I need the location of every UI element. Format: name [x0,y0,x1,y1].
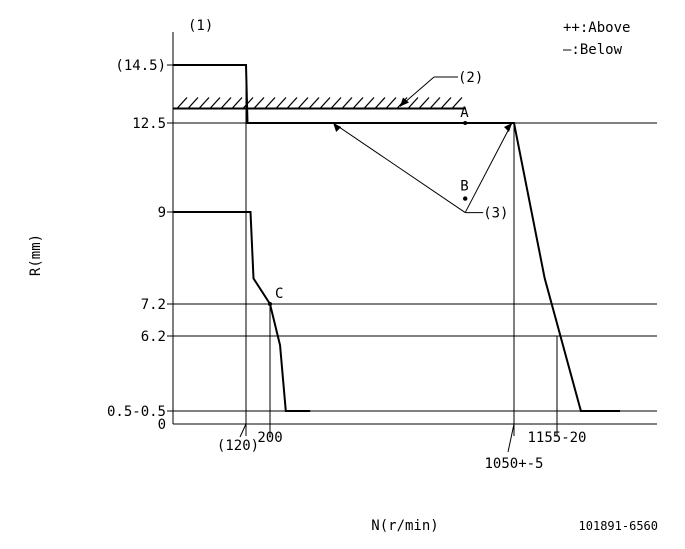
curve-label-3: (3) [483,206,508,222]
hatch-mark-12 [308,97,320,109]
x-tick-labels: (120)200 1050+-5 1155-20 [217,423,587,472]
legend-above: ++:Above [563,20,630,36]
hatch-mark-5 [231,97,243,109]
hatch-mark-16 [352,97,364,109]
x-axis-label: N(r/min) [371,518,438,534]
legend-below: —:Below [563,42,623,58]
full-load-stop-hatch [173,97,466,110]
corner-label: (1) [188,18,213,34]
point-a-marker [463,121,468,125]
stop-label-2: (2) [458,70,483,86]
hatch-mark-21 [407,97,419,109]
point-c-marker [268,302,272,306]
hatch-mark-17 [363,97,375,109]
x-tick-label-2: 1050+-5 [484,456,543,472]
x-tick-label-3: 1155-20 [527,430,586,446]
y-tick-labels: (14.5) 12.5 9 7.2 6.2 0.5-0.50 [107,58,173,433]
y-tick-label-5: 0.5-0.5 [107,404,166,420]
hatch-mark-1 [187,97,199,109]
hatch-mark-4 [220,97,232,109]
hatch-mark-23 [429,97,441,109]
y-tick-label-0: (14.5) [115,58,166,74]
x-tick-leader-1050 [507,423,515,453]
leader-3-right [464,122,513,213]
hatch-mark-13 [319,97,331,109]
point-a-label: A [460,105,469,121]
series-0-line [173,64,620,412]
x-tick-label-1: 200 [257,430,282,446]
guide-lines [173,65,657,436]
hatch-mark-22 [418,97,430,109]
hatch-mark-14 [330,97,342,109]
leader-3-right-arrowhead [504,123,512,132]
hatch-mark-2 [198,97,210,109]
figure-id: 101891-6560 [579,519,658,533]
x-tick-leader-120 [239,423,247,438]
annotations-group: C A B (3) (2) [268,70,513,306]
hatch-mark-18 [374,97,386,109]
x-tick-label-0: (120) [217,438,259,454]
hatch-mark-3 [209,97,221,109]
hatch-mark-9 [275,97,287,109]
hatch-mark-6 [242,97,254,109]
leader-3-left [332,122,466,213]
point-b-marker [463,196,468,201]
y-tick-label-6: 0 [158,417,166,433]
point-b-label: B [460,179,468,195]
y-tick-label-2: 9 [158,205,166,221]
hatch-mark-25 [451,97,463,109]
hatch-mark-24 [440,97,452,109]
series-1-line [173,211,311,412]
leader-3-left-arrowhead [333,123,342,132]
hatch-mark-0 [176,97,188,109]
y-tick-label-1: 12.5 [132,116,166,132]
hatch-mark-8 [264,97,276,109]
hatch-mark-7 [253,97,265,109]
point-c-label: C [275,286,283,302]
hatch-mark-15 [341,97,353,109]
hatch-mark-11 [297,97,309,109]
leader-2-arrowhead [400,97,409,107]
y-tick-label-3: 7.2 [141,297,166,313]
hatch-mark-19 [385,97,397,109]
hatch-mark-10 [286,97,298,109]
series-group [173,64,620,412]
y-axis-label: R(mm) [28,234,44,276]
y-tick-label-4: 6.2 [141,329,166,345]
